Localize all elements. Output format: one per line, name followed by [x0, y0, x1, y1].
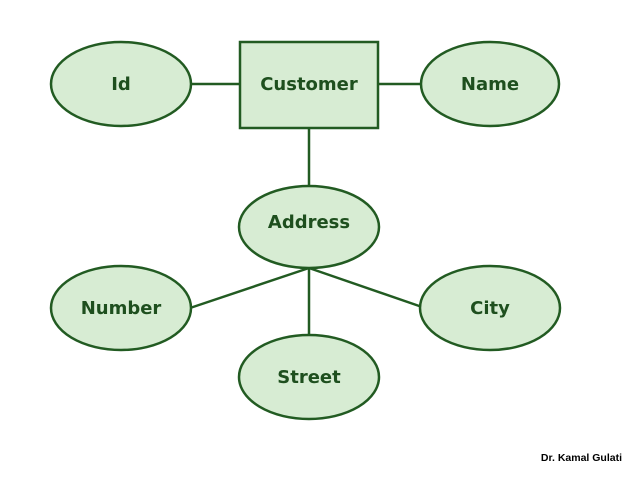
attribute-street-label: Street: [277, 367, 341, 388]
attribute-name-label: Name: [461, 74, 519, 95]
attribute-city-label: City: [470, 298, 510, 319]
author-credit: Dr. Kamal Gulati: [540, 452, 622, 464]
edge-address-number: [189, 266, 310, 310]
attribute-id-ellipse: [49, 40, 193, 128]
attribute-street-ellipse: [237, 333, 381, 421]
attribute-number-label: Number: [81, 298, 162, 319]
attribute-name-ellipse: [419, 40, 561, 128]
edge-address-city: [308, 266, 426, 310]
attribute-id-label: Id: [111, 74, 131, 95]
attribute-city-ellipse: [418, 264, 562, 352]
entity-customer-box: [238, 40, 380, 130]
entity-customer-label: Customer: [260, 74, 358, 95]
attribute-address-label: Address: [268, 212, 350, 233]
attribute-address-ellipse: [237, 184, 381, 270]
attribute-number-ellipse: [49, 264, 193, 352]
